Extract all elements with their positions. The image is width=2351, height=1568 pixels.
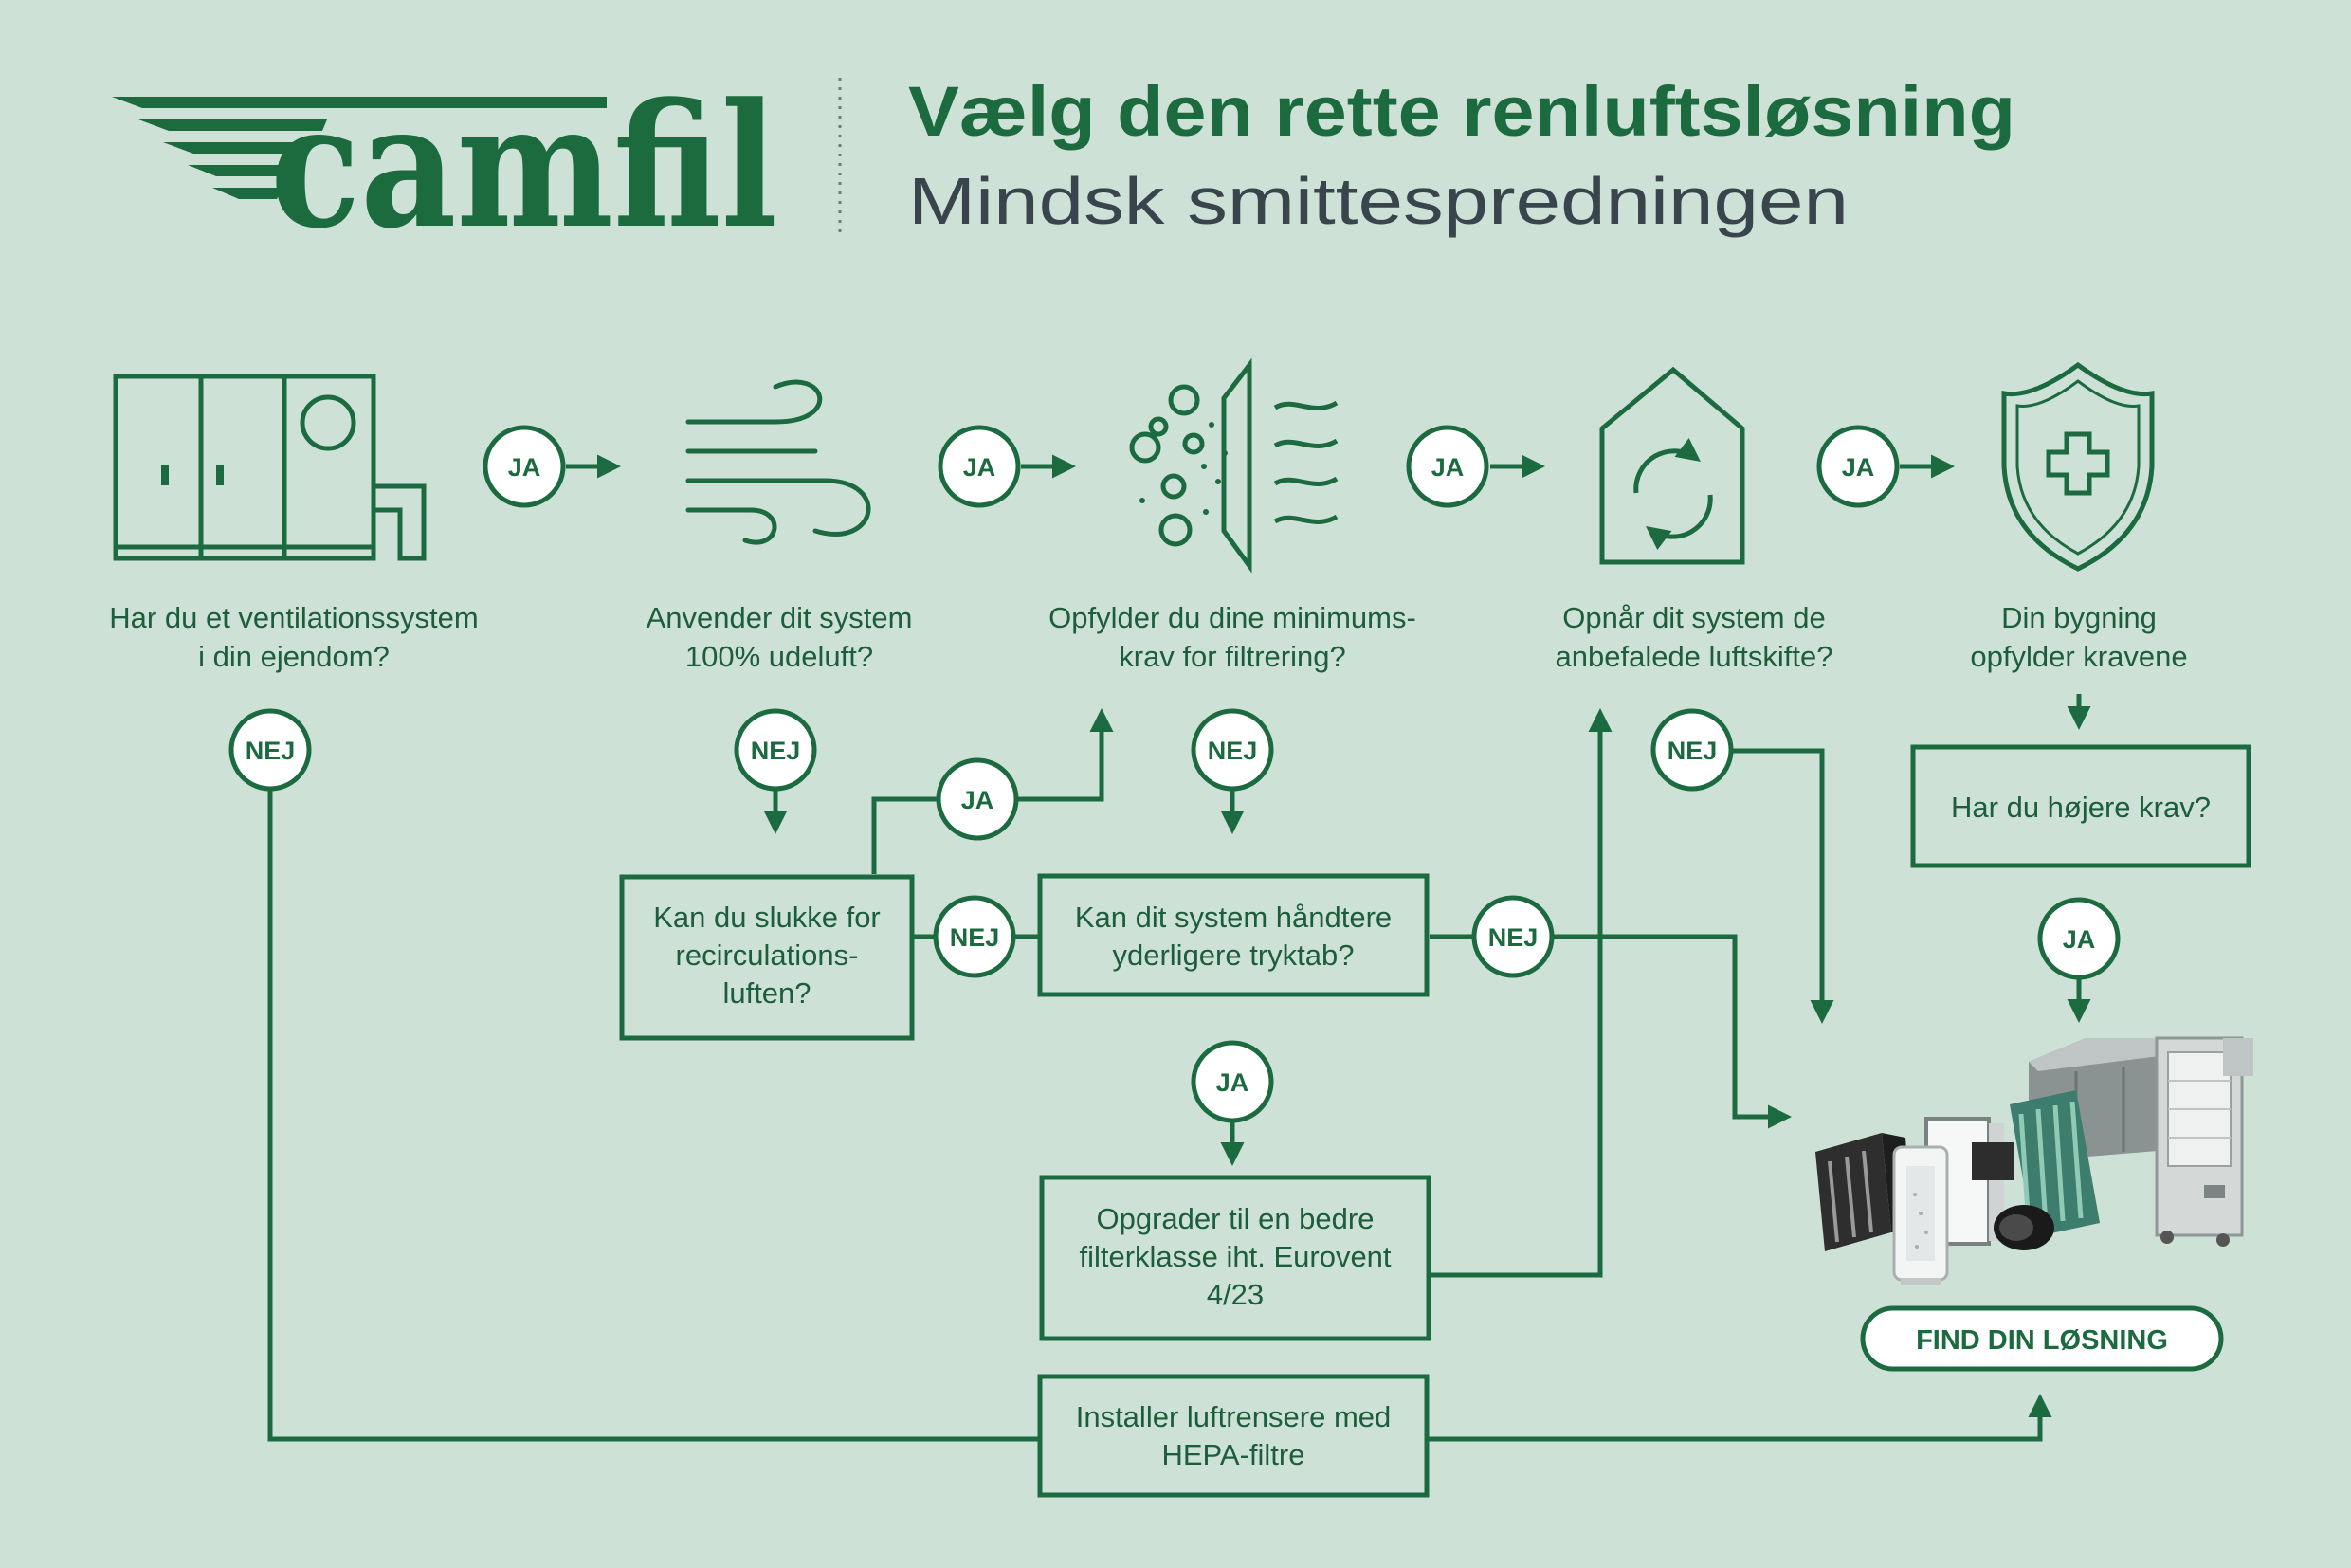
- badge-yes-higher: JA: [2037, 897, 2121, 980]
- badge-yes-pressure-label: JA: [1216, 1068, 1249, 1097]
- tower-purifier-image: [1892, 1145, 1949, 1285]
- logo-text: camfil: [270, 66, 777, 266]
- badge-yes-4-label: JA: [1842, 453, 1875, 482]
- mobile-purifier-image: [2155, 1036, 2253, 1247]
- question-outdoor-air-line-1: Anvender dit system: [647, 601, 913, 634]
- badge-yes-2-label: JA: [963, 453, 996, 482]
- box-recirculation-line-1: Kan du slukke for: [653, 901, 881, 934]
- box-pressure-drop: Kan dit system håndtere yderligere trykt…: [1037, 873, 1430, 997]
- badge-no-ventilation: NEJ: [228, 708, 312, 792]
- box-hepa-purifier-line-1: Installer luftrensere med: [1076, 1400, 1392, 1433]
- box-recirculation-line-2: recirculations-: [676, 939, 859, 972]
- ventilation-unit-icon: [113, 374, 427, 561]
- page-title: Vælg den rette renluftsløsning: [908, 72, 2015, 151]
- box-pressure-drop-line-2: yderligere tryktab?: [1112, 939, 1354, 972]
- filter-particles-icon: [1129, 357, 1339, 574]
- badge-yes-recirculation: JA: [936, 757, 1019, 841]
- badge-yes-higher-label: JA: [2063, 925, 2096, 954]
- box-recirculation: Kan du slukke for recirculations- luften…: [619, 874, 915, 1041]
- question-filtration-line-2: krav for filtrering?: [1119, 640, 1345, 673]
- question-air-change-line-2: anbefalede luftskifte?: [1556, 640, 1833, 673]
- camfil-logo: camfil: [112, 66, 777, 266]
- question-filtration-line-1: Opfylder du dine minimums-: [1048, 601, 1416, 634]
- badge-yes-4: JA: [1816, 425, 1900, 508]
- badge-yes-recirculation-label: JA: [961, 786, 994, 814]
- badge-yes-1: JA: [483, 425, 566, 508]
- badge-yes-3: JA: [1406, 425, 1489, 508]
- badge-no-pressure-label: NEJ: [1488, 923, 1539, 952]
- badge-yes-3-label: JA: [1431, 453, 1465, 482]
- box-higher-requirements-text: Har du højere krav?: [1951, 791, 2211, 824]
- badge-no-air-change-label: NEJ: [1668, 737, 1718, 765]
- page-subtitle: Mindsk smittespredningen: [908, 164, 1849, 238]
- products-image: [1815, 1036, 2253, 1285]
- connectors: [267, 454, 2091, 1442]
- badge-yes-pressure: JA: [1191, 1040, 1274, 1123]
- badge-no-outdoor-air: NEJ: [734, 708, 817, 792]
- box-pressure-drop-line-1: Kan dit system håndtere: [1075, 901, 1392, 934]
- cylinder-filter-image: [1972, 1142, 2054, 1250]
- result-requirements-line-1: Din bygning: [2001, 601, 2157, 634]
- question-ventilation-line-1: Har du et ventilationssystem: [109, 601, 478, 634]
- box-upgrade-filter: Opgrader til en bedre filterklasse iht. …: [1039, 1175, 1431, 1341]
- find-solution-label: FIND DIN LØSNING: [1916, 1325, 2168, 1356]
- badge-no-filtration: NEJ: [1191, 708, 1274, 792]
- badge-yes-2: JA: [938, 425, 1021, 508]
- wing-stripes-icon: [112, 97, 607, 199]
- box-hepa-purifier: Installer luftrensere med HEPA-filtre: [1037, 1374, 1430, 1498]
- wind-icon: [685, 379, 871, 545]
- badge-no-pressure: NEJ: [1471, 895, 1555, 978]
- question-ventilation-line-2: i din ejendom?: [198, 640, 390, 673]
- box-hepa-purifier-line-2: HEPA-filtre: [1161, 1438, 1304, 1471]
- box-higher-requirements: Har du højere krav?: [1910, 744, 2251, 868]
- shield-cross-icon: [2001, 361, 2155, 572]
- box-upgrade-filter-line-3: 4/23: [1207, 1278, 1264, 1311]
- question-air-change-line-1: Opnår dit system de: [1562, 601, 1825, 634]
- question-outdoor-air-line-2: 100% udeluft?: [685, 640, 873, 673]
- badge-no-recirculation-label: NEJ: [950, 923, 1000, 952]
- box-upgrade-filter-line-1: Opgrader til en bedre: [1097, 1202, 1375, 1235]
- result-requirements-line-2: opfylder kravene: [1970, 640, 2187, 673]
- badge-no-filtration-label: NEJ: [1208, 737, 1258, 765]
- box-upgrade-filter-line-2: filterklasse iht. Eurovent: [1079, 1240, 1391, 1273]
- house-recirculation-icon: [1599, 366, 1745, 565]
- badge-yes-1-label: JA: [508, 453, 541, 482]
- badge-no-air-change: NEJ: [1650, 708, 1734, 792]
- find-solution-button[interactable]: FIND DIN LØSNING: [1860, 1305, 2224, 1372]
- badge-no-ventilation-label: NEJ: [246, 737, 296, 765]
- pocket-filter-image: [2010, 1090, 2100, 1237]
- badge-no-outdoor-air-label: NEJ: [751, 737, 801, 765]
- badge-no-recirculation: NEJ: [933, 895, 1016, 978]
- box-recirculation-line-3: luften?: [722, 976, 811, 1010]
